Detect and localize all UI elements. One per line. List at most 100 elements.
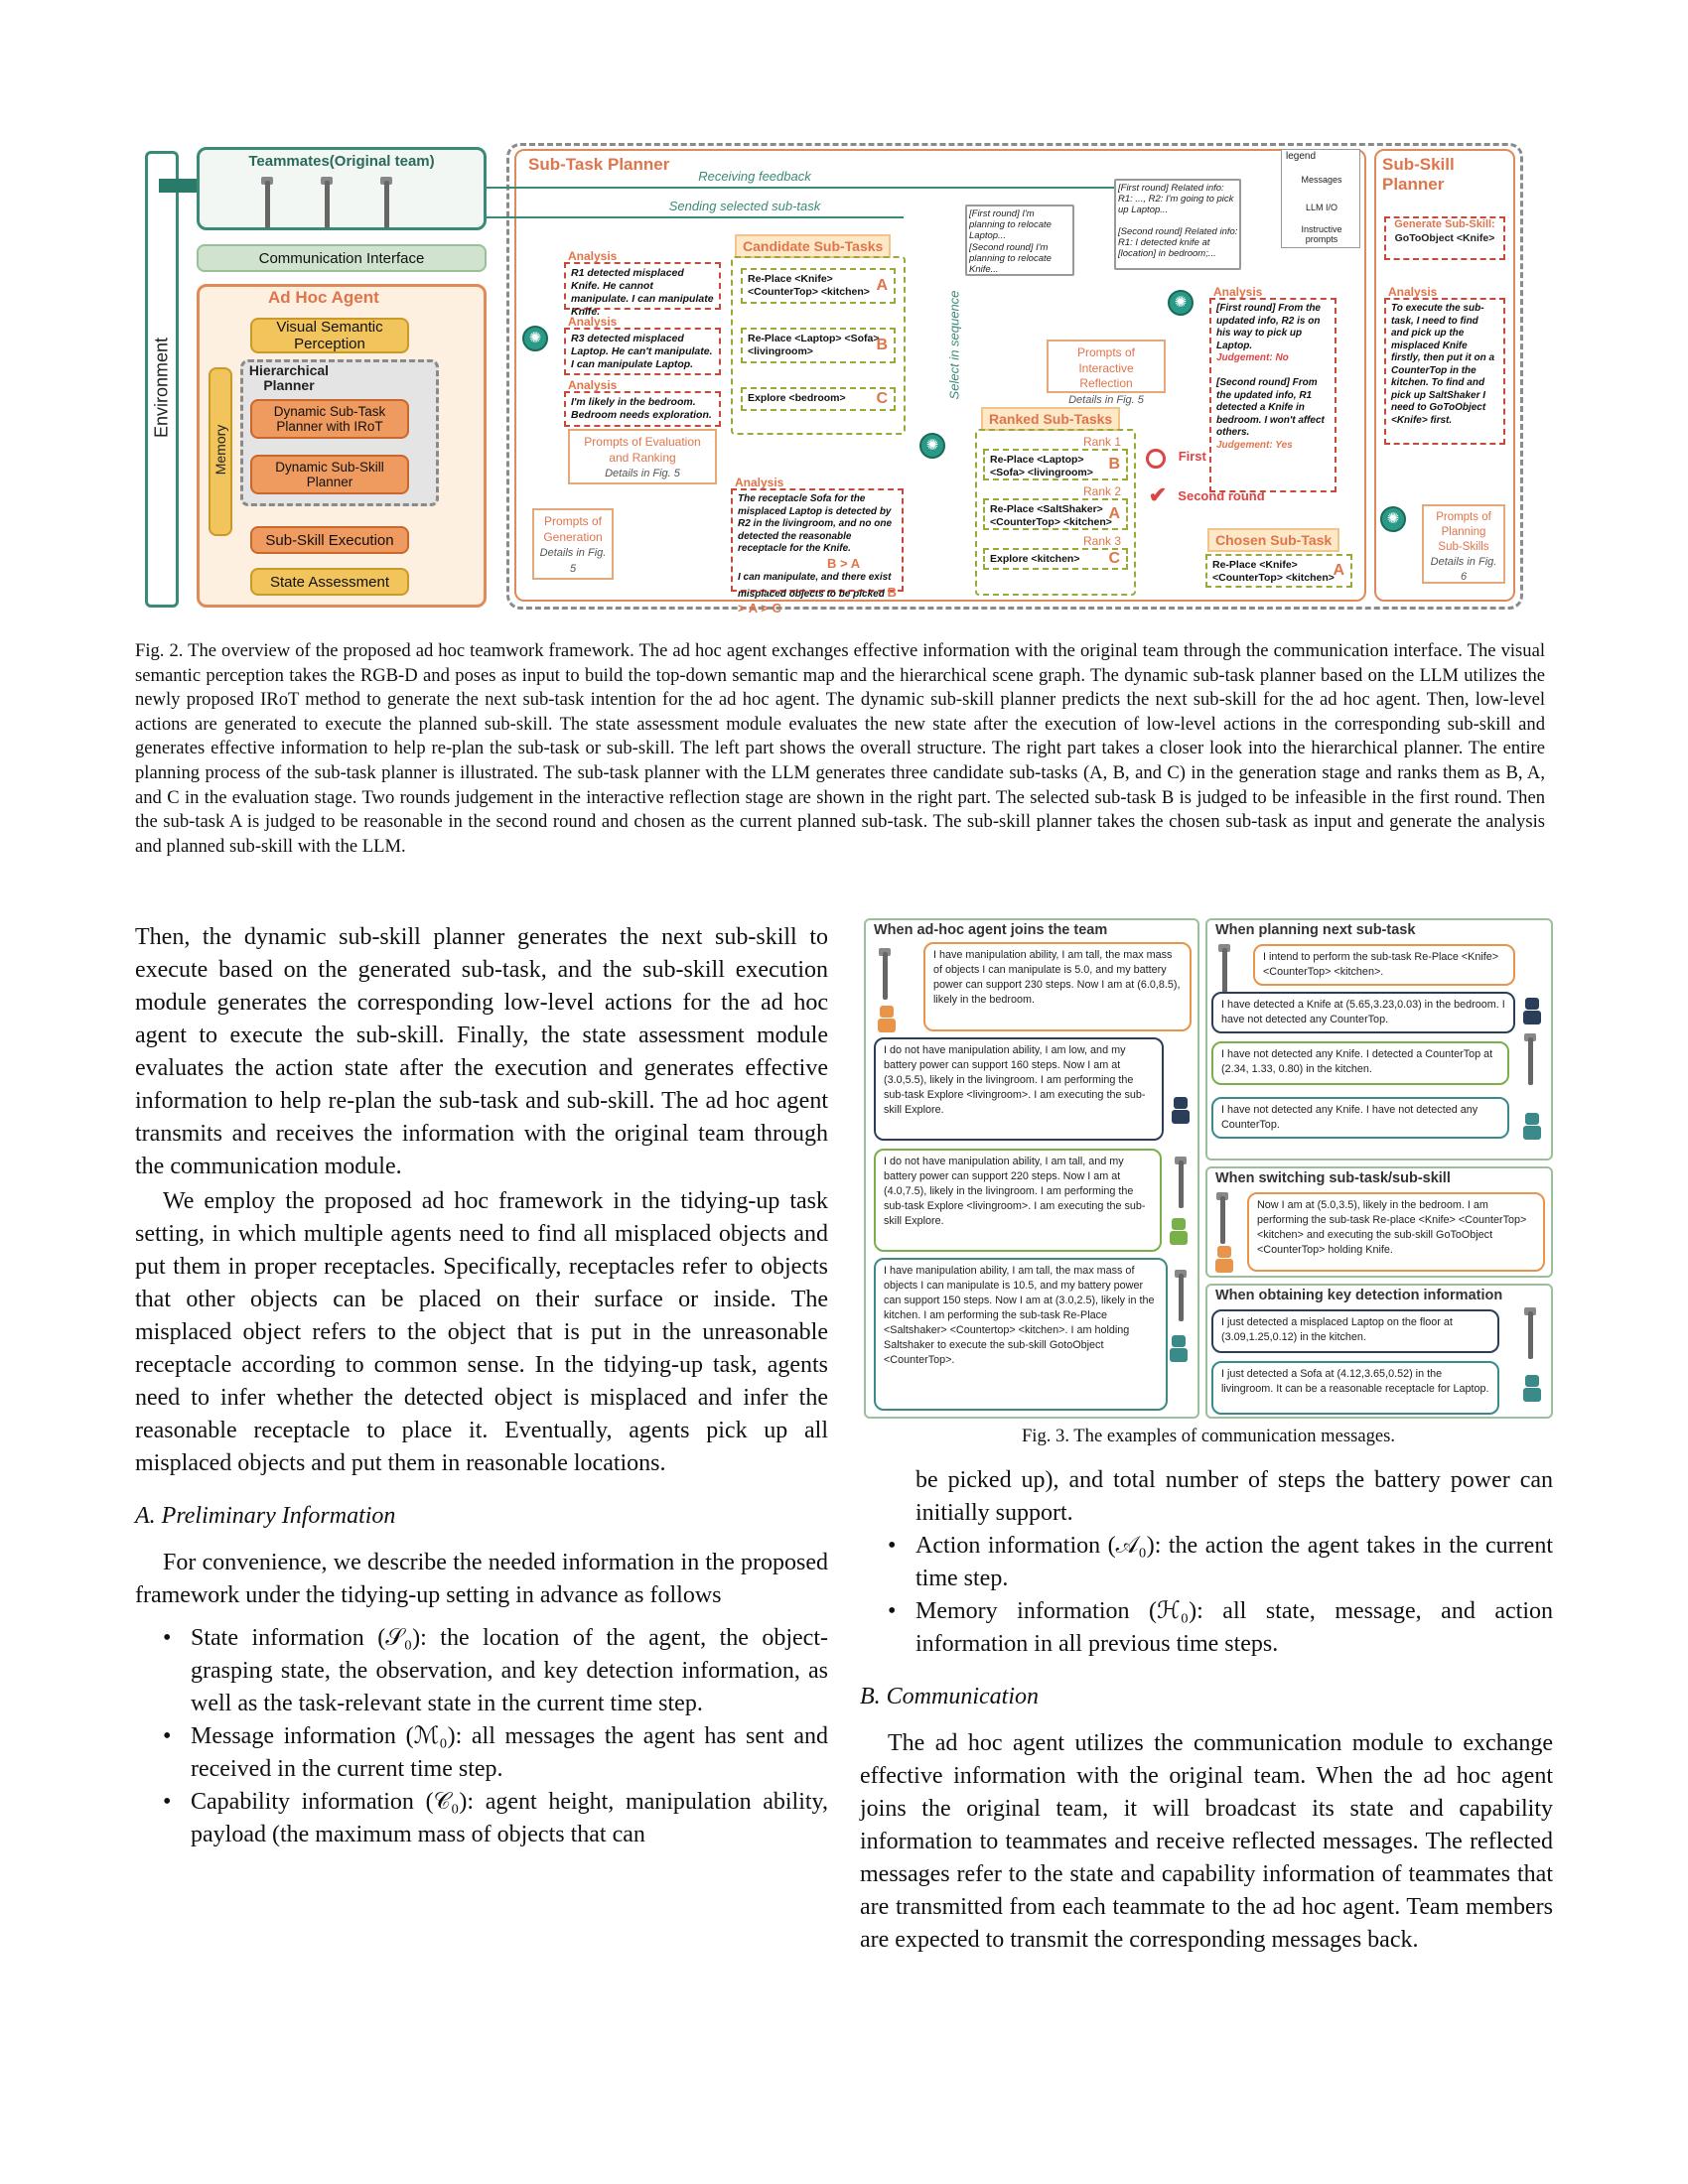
ranked-c: Explore <kitchen>C xyxy=(983,548,1128,570)
generated-skill: GoToObject <Knife> xyxy=(1394,232,1495,244)
judge-1-result: Judgement: No xyxy=(1216,352,1289,363)
candidate-a-letter: A xyxy=(876,277,888,294)
analysis-label: Analysis xyxy=(568,315,618,329)
section-heading-a: A. Preliminary Information xyxy=(135,1503,396,1529)
judge-1-text: [First round] From the updated info, R2 … xyxy=(1216,303,1321,351)
ranked-frame xyxy=(975,429,1136,596)
subskill-planner-box xyxy=(1374,149,1515,602)
ranked-b: Re-Place <Laptop> <Sofa> <livingroom> B xyxy=(983,449,1128,480)
info-list: State information (𝒮₀): the location of … xyxy=(135,1622,828,1851)
teammate-feedback-1: [First round] Related info: R1: ..., R2:… xyxy=(1118,183,1234,215)
llm-icon xyxy=(522,326,548,351)
legend-title: legend xyxy=(1285,151,1317,162)
candidate-a: Re-Place <Knife> <CounterTop> <kitchen> A xyxy=(741,268,896,304)
legend-messages: Messages xyxy=(1301,175,1342,185)
eval-ba: B > A xyxy=(827,555,861,571)
teammates-box xyxy=(197,147,487,230)
figure-3: When ad-hoc agent joins the team I have … xyxy=(864,918,1553,1419)
candidate-b-text: Re-Place <Laptop> <Sofa> <livingroom> xyxy=(748,333,880,358)
analysis-label: Analysis xyxy=(735,476,784,489)
message-bubble: I have detected a Knife at (5.65,3.23,0.… xyxy=(1211,992,1515,1033)
candidate-b: Re-Place <Laptop> <Sofa> <livingroom>B xyxy=(741,328,896,363)
details-fig5: Details in Fig. 5 xyxy=(605,468,680,480)
teammate-feedback-box xyxy=(1114,179,1241,270)
candidate-c-letter: C xyxy=(876,390,888,407)
paragraph: The ad hoc agent utilizes the communicat… xyxy=(860,1730,1553,1953)
message-bubble: I do not have manipulation ability, I am… xyxy=(874,1149,1162,1252)
reflection-analysis-box: Analysis[First round] From the updated i… xyxy=(1209,285,1336,492)
list-item: Memory information (ℋ₀): all state, mess… xyxy=(860,1595,1553,1661)
figure-2: Environment Teammates(Original team) Com… xyxy=(139,139,1529,615)
eval-analysis-text: The receptacle Sofa for the misplaced La… xyxy=(738,493,893,554)
left-column: Then, the dynamic sub-skill planner gene… xyxy=(135,921,828,1851)
details-fig5: Details in Fig. 5 xyxy=(539,547,607,575)
judge-2-result: Judgement: Yes xyxy=(1216,439,1293,451)
subtask-planner-box xyxy=(514,149,1366,602)
message-bubble: I have manipulation ability, I am tall, … xyxy=(923,942,1192,1031)
teammate-feedback-2: [Second round] Related info: R1: I detec… xyxy=(1118,226,1238,259)
self-feedback-1: [First round] I'm planning to relocate L… xyxy=(969,208,1052,241)
rank-1-label: Rank 1 xyxy=(1082,435,1122,449)
panel-join-title: When ad-hoc agent joins the team xyxy=(874,922,1108,938)
ranked-a-letter: A xyxy=(1108,505,1120,522)
ranked-subtasks-title: Ranked Sub-Tasks xyxy=(981,407,1121,431)
robot-arm-icon xyxy=(1172,1157,1190,1212)
robot-arm-icon xyxy=(1521,1307,1539,1363)
message-bubble: I have manipulation ability, I am tall, … xyxy=(874,1258,1168,1411)
feedback-line xyxy=(487,187,1241,189)
check-icon: ✔ xyxy=(1148,482,1168,507)
robot-arm-icon xyxy=(1521,1033,1539,1089)
teammates-title: Teammates(Original team) xyxy=(248,153,435,170)
list-item: Action information (𝒜₀): the action the … xyxy=(860,1530,1553,1595)
rank-2-label: Rank 2 xyxy=(1082,484,1122,498)
candidate-c: Explore <bedroom>C xyxy=(741,387,896,411)
analysis-label: Analysis xyxy=(568,378,618,392)
memory-bar xyxy=(209,367,232,536)
ranked-b-text: Re-Place <Laptop> <Sofa> <livingroom> xyxy=(990,454,1093,479)
prompts-planning-text: Prompts of Planning Sub-Skills xyxy=(1436,511,1491,553)
chosen-subtask-title: Chosen Sub-Task xyxy=(1207,528,1340,552)
ranked-a-text: Re-Place <SaltShaker> <CounterTop> <kitc… xyxy=(990,503,1112,529)
subtask-planner-title: Sub-Task Planner xyxy=(528,155,670,174)
message-bubble: I just detected a Sofa at (4.12,3.65,0.5… xyxy=(1211,1361,1499,1415)
message-bubble: Now I am at (5.0,3.5), likely in the bed… xyxy=(1247,1192,1545,1272)
legend-llm: LLM I/O xyxy=(1305,203,1337,212)
robot-icon xyxy=(1170,1097,1192,1127)
llm-icon xyxy=(919,433,945,459)
panel-switch-title: When switching sub-task/sub-skill xyxy=(1215,1170,1451,1186)
message-bubble: I just detected a misplaced Laptop on th… xyxy=(1211,1309,1499,1353)
panel-key-title: When obtaining key detection information xyxy=(1215,1288,1503,1303)
subskill-analysis-text: To execute the sub-task, I need to find … xyxy=(1391,303,1495,426)
adhoc-agent-title: Ad Hoc Agent xyxy=(268,288,379,307)
generate-subskill-label: Generate Sub-Skill: xyxy=(1394,218,1495,230)
robot-icon xyxy=(1213,1246,1235,1276)
candidate-subtasks-title: Candidate Sub-Tasks xyxy=(735,234,892,258)
paragraph: Then, the dynamic sub-skill planner gene… xyxy=(135,924,828,1179)
list-item-continued: be picked up), and total number of steps… xyxy=(915,1467,1553,1526)
ranked-b-letter: B xyxy=(1108,456,1120,473)
analysis-text: R3 detected misplaced Laptop. He can't m… xyxy=(571,333,713,371)
candidate-a-text: Re-Place <Knife> <CounterTop> <kitchen> xyxy=(748,273,870,299)
legend-box xyxy=(1281,149,1360,248)
chosen-letter: A xyxy=(1333,562,1344,579)
robot-icon xyxy=(1521,1113,1543,1143)
candidate-b-letter: B xyxy=(876,337,888,353)
right-column: be picked up), and total number of steps… xyxy=(860,1464,1553,1957)
hierarchical-planner-label: Hierarchical Planner xyxy=(248,362,330,393)
analysis-text: R1 detected misplaced Knife. He cannot m… xyxy=(571,267,714,319)
sending-line xyxy=(487,216,904,218)
section-heading-b: B. Communication xyxy=(860,1684,1039,1709)
robot-arm-icon xyxy=(1172,1270,1190,1325)
eval-bac: B > A > C xyxy=(738,584,897,616)
double-arrow-icon xyxy=(159,179,199,193)
robot-arm-icon xyxy=(318,177,336,232)
subskill-planner-title: Sub-Skill Planner xyxy=(1382,155,1455,194)
visual-semantic-perception: Visual Semantic Perception xyxy=(250,318,409,353)
sending-subtask-label: Sending selected sub-task xyxy=(668,199,821,213)
dynamic-subtask-planner: Dynamic Sub-Task Planner with IRoT xyxy=(250,399,409,439)
